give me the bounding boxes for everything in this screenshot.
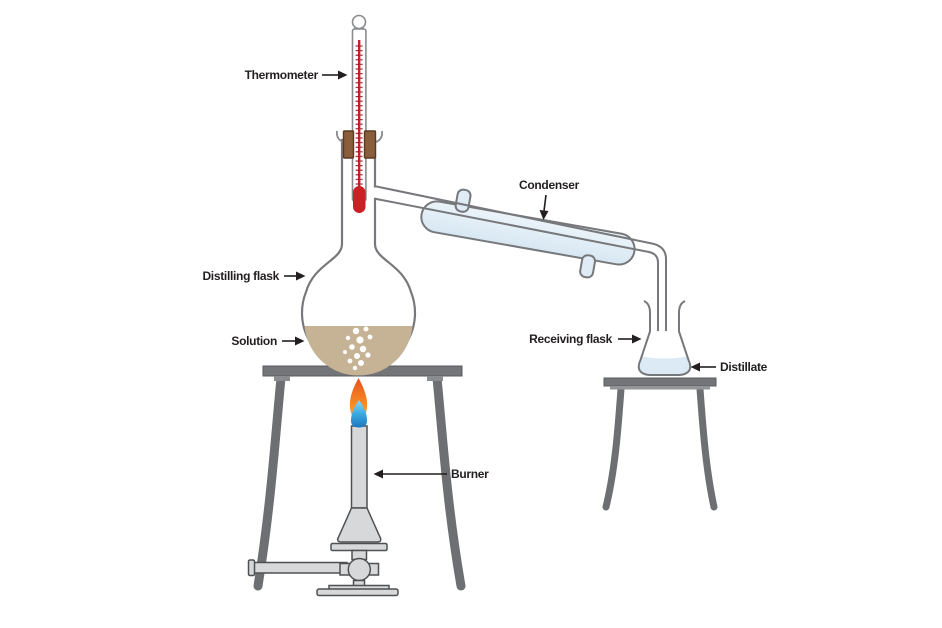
distilling-flask-arrow: [284, 271, 306, 281]
flame-inner: [351, 400, 367, 428]
solution-bubbles: [343, 326, 373, 371]
stand-plate-lip: [610, 386, 710, 390]
thermometer-bulb: [353, 186, 366, 213]
stand-right-leg: [696, 385, 718, 511]
burner-collar-plate: [330, 542, 388, 552]
tripod-plate-tab-left: [274, 376, 290, 381]
bunsen-burner: [247, 378, 399, 597]
tripod-right-leg: [432, 373, 466, 591]
solution-label: Solution: [231, 334, 277, 348]
stopper-right: [363, 130, 377, 159]
thermometer: [351, 14, 367, 213]
receiving-flask-label: Receiving flask: [529, 332, 612, 346]
distillate-liquid: [639, 356, 690, 375]
receiving-flask: [637, 300, 692, 376]
burner-barrel: [350, 425, 368, 509]
tripod-plate-tab-right: [427, 376, 443, 381]
gas-inlet-pipe: [250, 561, 348, 574]
thermometer-top-loop: [351, 14, 367, 30]
receiving-flask-arrow: [618, 334, 642, 344]
tripod-left-leg: [253, 373, 286, 591]
label-arrows: [282, 70, 716, 479]
burner-cone: [336, 507, 382, 543]
condenser-water-port-bottom: [579, 254, 597, 279]
condenser-label: Condenser: [519, 178, 579, 192]
burner-arrow: [373, 469, 447, 479]
burner-base-plate: [316, 588, 399, 597]
distilling-flask: [300, 138, 417, 376]
vapor-tube: [372, 185, 667, 331]
condenser-arrow: [539, 194, 549, 220]
vapor-tube-outer-wall: [373, 185, 667, 331]
neck-rim-flare-right: [375, 130, 384, 143]
stopper: [335, 130, 384, 159]
stand-top-plate: [603, 377, 717, 387]
distillate-label: Distillate: [720, 360, 768, 374]
neck-joint-gap: [372, 187, 378, 200]
receiving-flask-outline: [637, 300, 692, 376]
solution-liquid: [304, 326, 413, 376]
thermometer-arrow: [322, 70, 348, 80]
condenser-water-port-top: [454, 188, 472, 213]
stand-left-leg: [602, 385, 625, 511]
solution-arrow: [282, 336, 305, 346]
burner-label: Burner: [451, 467, 489, 481]
receiving-flask-fill: [638, 301, 691, 375]
gas-valve-wheel: [347, 557, 372, 582]
gas-pipe-cap: [247, 559, 256, 577]
neck-rim-flare-left: [335, 130, 344, 143]
receiving-stand: [602, 377, 718, 511]
thermometer-scale-ticks: [355, 44, 363, 188]
distilling-flask-label: Distilling flask: [202, 269, 279, 283]
stopper-left: [342, 130, 355, 159]
thermometer-label: Thermometer: [244, 68, 319, 82]
distillate-arrow: [690, 362, 716, 372]
vapor-tube-inner-wall: [373, 197, 659, 331]
